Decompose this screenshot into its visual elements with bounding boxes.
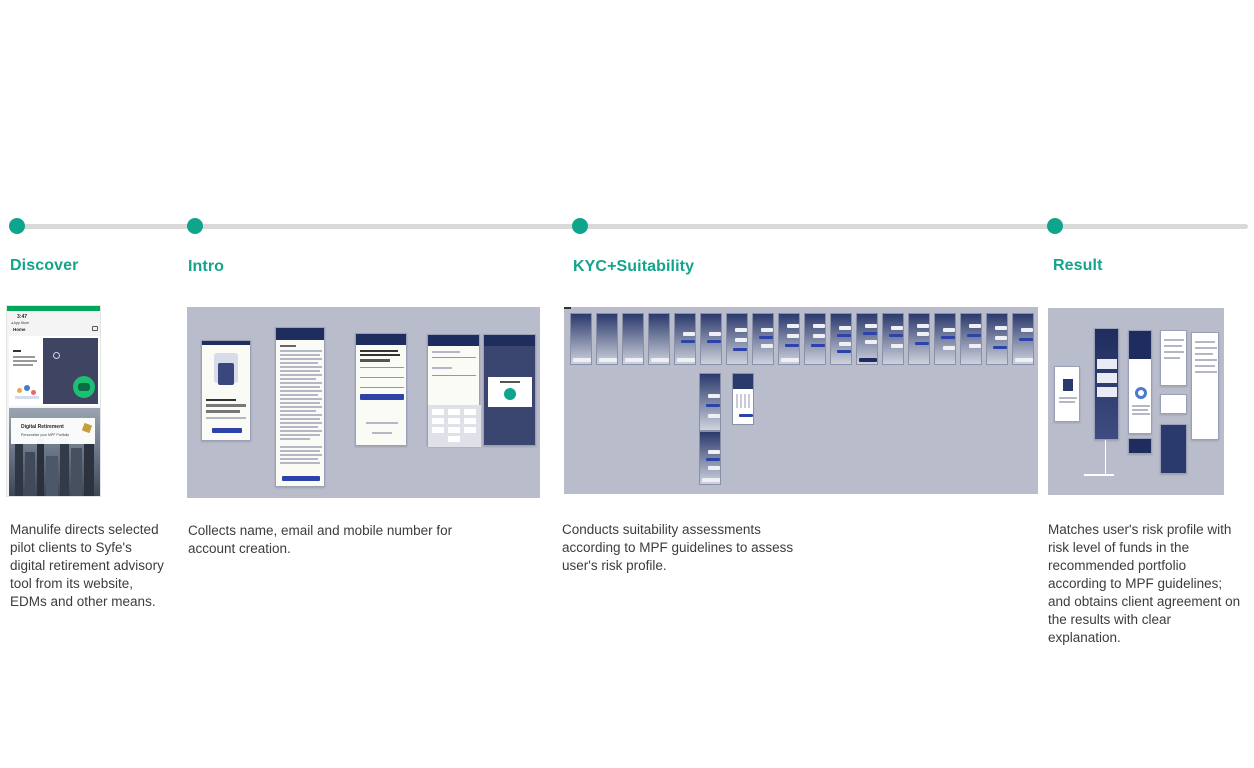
stage-title-discover: Discover (10, 257, 79, 274)
stage-description-result: Matches user's risk profile with risk le… (1048, 522, 1241, 645)
illustration-people-icon (15, 382, 39, 400)
timeline-dot-intro (187, 218, 203, 234)
stage-title-kyc: KYC+Suitability (573, 258, 695, 275)
kyc-screen-7 (726, 313, 748, 365)
banner-card: Digital Retirement Personalise your MPF … (11, 418, 95, 444)
kyc-screen-17 (986, 313, 1008, 365)
intro-screens-panel (187, 307, 540, 498)
keypad (428, 405, 481, 447)
kyc-screen-4 (648, 313, 670, 365)
donut-chart-icon (1135, 387, 1147, 399)
manulife-green-bar (7, 306, 100, 311)
result-screen-profile (1054, 366, 1080, 422)
timeline-dot-kyc (572, 218, 588, 234)
stage-description-discover: Manulife directs selected pilot clients … (10, 522, 164, 609)
discover-preview: 3:47 ◂ App Store Home Digital Retirement (6, 305, 101, 497)
result-screen-cta (1128, 438, 1152, 454)
kyc-screen-calendar (732, 373, 754, 425)
timeline-dot-result (1047, 218, 1063, 234)
kyc-screen-11 (830, 313, 852, 365)
kyc-screen-8 (752, 313, 774, 365)
kyc-screen-16 (960, 313, 982, 365)
result-screen-details-3 (1160, 424, 1187, 474)
connector-line (1105, 440, 1106, 474)
intro-screen-welcome (201, 340, 251, 441)
result-screens-panel (1048, 308, 1224, 495)
kyc-screen-branch-1 (699, 373, 721, 431)
back-link[interactable]: ◂ App Store (11, 321, 30, 325)
intro-screen-disclaimer (275, 327, 325, 487)
timeline-dot-discover (9, 218, 25, 234)
kyc-screen-2 (596, 313, 618, 365)
kyc-screen-15 (934, 313, 956, 365)
kyc-screen-branch-2 (699, 431, 721, 485)
result-screen-details-1 (1160, 330, 1187, 386)
kyc-screen-10 (804, 313, 826, 365)
timeline-line (10, 224, 1248, 229)
kyc-screen-13 (882, 313, 904, 365)
intro-screen-success (483, 334, 536, 446)
status-time: 3:47 (17, 314, 28, 320)
kyc-screen-9 (778, 313, 800, 365)
kyc-screen-5 (674, 313, 696, 365)
kyc-screen-12 (856, 313, 878, 365)
result-screen-portfolio-1 (1094, 328, 1119, 440)
banner-title: Digital Retirement (21, 424, 64, 430)
result-screen-agreement (1191, 332, 1219, 440)
kyc-screens-panel (564, 307, 1038, 494)
stage-description-intro: Collects name, email and mobile number f… (188, 523, 453, 556)
stage-title-result: Result (1053, 257, 1103, 274)
share-icon[interactable] (92, 326, 98, 331)
kyc-screen-1 (570, 313, 592, 365)
robot-icon (73, 376, 95, 398)
page-body (9, 336, 100, 406)
kyc-screen-14 (908, 313, 930, 365)
kyc-screen-18 (1012, 313, 1034, 365)
stage-title-intro: Intro (188, 258, 225, 275)
pen-icon (81, 422, 93, 434)
banner-subtitle: Personalise your MPF Portfolio (21, 433, 70, 437)
intro-screen-keypad (427, 334, 481, 447)
kyc-screen-6 (700, 313, 722, 365)
connector-base (1084, 474, 1114, 476)
nav-title: Home (13, 327, 26, 332)
success-card (488, 377, 532, 407)
intro-screen-name-form (355, 333, 407, 446)
kyc-screen-3 (622, 313, 644, 365)
city-banner[interactable]: Digital Retirement Personalise your MPF … (9, 408, 100, 496)
result-screen-details-2 (1160, 394, 1187, 414)
result-screen-portfolio-2 (1128, 330, 1152, 434)
stage-description-kyc: Conducts suitability assessments accordi… (562, 522, 794, 573)
check-icon (504, 388, 516, 400)
